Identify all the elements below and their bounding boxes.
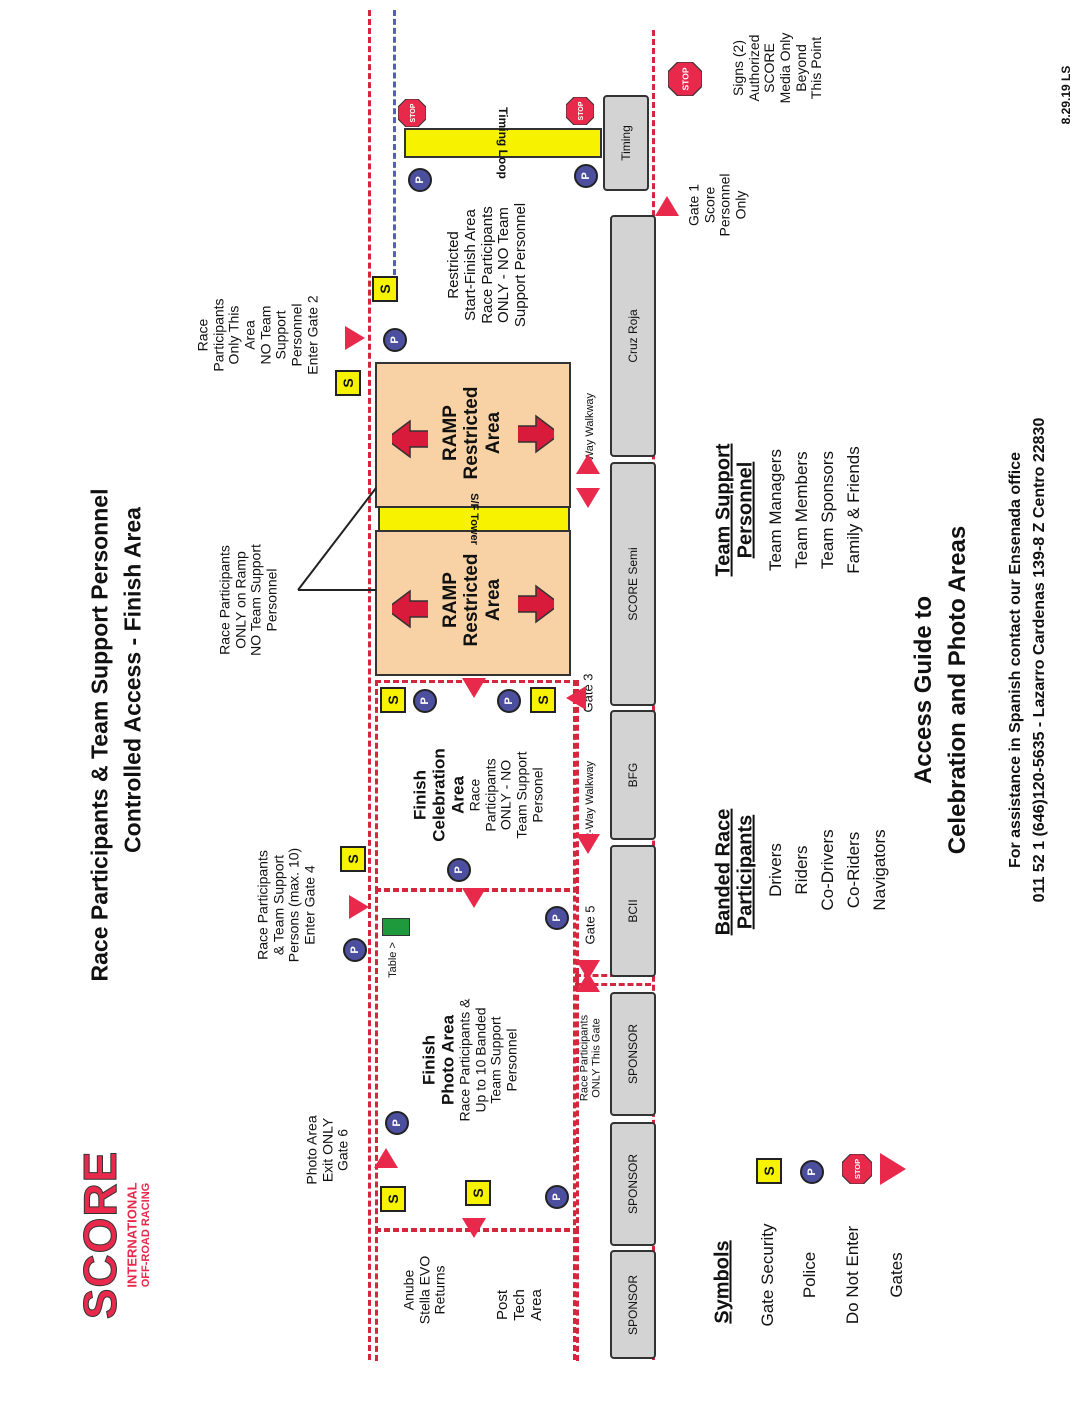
gate-security-icon: S [380,687,406,713]
booth-bcii: BCII [610,845,656,977]
booth-cruz-roja: Cruz Roja [610,215,656,457]
police-icon: P [545,1185,569,1209]
enter-gate-4-label: Race Participants& Team Support Persons … [254,847,318,963]
police-icon: P [545,906,569,930]
sf-tower: S/F Tower [378,493,570,545]
gate-icon [576,834,600,854]
svg-text:STOP: STOP [578,101,585,120]
team-item-managers: Team Managers [766,449,785,571]
booth-timing: Timing [603,95,649,191]
legend-do-not-enter: Do Not Enter [843,1225,862,1325]
gate-security-icon: S [335,370,361,396]
team-item-members: Team Members [792,451,811,569]
stop-sign-icon: STOP [668,62,702,96]
assistance-line-2: 011 52 1 (646)120-5635 - Lazarro Cardena… [1031,417,1048,903]
table-marker [382,918,410,936]
table-label: Table > [387,942,399,978]
gate-security-icon: S [530,687,556,713]
gate-security-icon: S [340,846,366,872]
banded-item-drivers: Drivers [766,843,785,897]
gate-icon [576,454,600,474]
legend-gate-security: Gate Security [758,1223,777,1327]
police-icon: P [413,689,437,713]
booth-sponsor-3: SPONSOR [610,992,656,1116]
police-icon: P [447,858,471,882]
boundary-line [573,680,576,1360]
banded-item-co-drivers: Co-Drivers [818,829,837,911]
team-item-sponsors: Team Sponsors [818,450,837,570]
gate-5-label: Gate 5 [582,905,598,945]
gate-security-icon: S [380,1186,406,1212]
banded-item-co-riders: Co-Riders [844,831,863,909]
banded-item-navigators: Navigators [870,829,889,911]
booth-score-semi: SCORE Semi [610,462,656,706]
police-icon: P [408,168,432,192]
stop-sign-icon: STOP [398,99,426,127]
gate-security-icon: S [465,1180,491,1206]
gate-icon [576,488,600,508]
banded-item-riders: Riders [792,845,811,895]
assistance-line-1: For assistance in Spanish contact our En… [1007,451,1024,869]
timing-loop-label: Timing Loop [496,107,510,179]
svg-text:STOP: STOP [410,103,417,122]
booth-sponsor-1: SPONSOR [610,1250,656,1359]
stop-sign-icon: STOP [566,97,594,125]
police-icon: P [385,1111,409,1135]
walkway-label-1: 2-Way Walkway [584,760,596,840]
ramp-arrow-down-icon [518,414,554,454]
booth-sponsor-2: SPONSOR [610,1122,656,1246]
svg-text:STOP: STOP [853,1159,862,1179]
gate-1-icon [655,196,679,216]
walkway-divider [575,983,651,986]
boundary-line [368,10,371,1360]
timing-loop: Timing Loop [404,107,602,179]
ramp-arrow-up-icon [392,419,428,459]
gate-icon [462,888,486,908]
symbols-heading: Symbols [711,1240,734,1324]
police-icon: P [574,164,598,188]
access-guide-line-2: Celebration and Photo Areas [944,525,971,855]
access-guide-line-1: Access Guide to [910,595,937,785]
gate-security-icon: S [372,276,398,302]
police-icon: P [497,689,521,713]
legend-police: Police [800,1251,819,1299]
ramp-arrow-down-icon [518,584,554,624]
gate-icon [462,678,486,698]
police-icon: P [383,328,407,352]
svg-text:STOP: STOP [681,67,691,90]
legend-stop-icon: STOP [842,1154,872,1184]
gate-4-icon [349,895,369,919]
legend-gate-icon [880,1153,906,1185]
gate-icon [462,1218,486,1238]
legend-security-icon: S [756,1158,782,1184]
gate-icon [576,972,600,992]
gate-6-icon [374,1148,398,1168]
police-icon: P [343,938,367,962]
ramp-arrow-up-icon [392,589,428,629]
legend-gates: Gates [887,1252,906,1298]
team-item-family: Family & Friends [844,446,863,574]
legend-police-icon: P [800,1160,824,1184]
gate-2-icon [345,326,365,350]
gate-3-icon [566,686,586,710]
photo-area-text: Finish Photo Area Race Participants &Up … [419,998,520,1122]
track-line [393,10,396,275]
booth-bfg: BFG [610,710,656,840]
